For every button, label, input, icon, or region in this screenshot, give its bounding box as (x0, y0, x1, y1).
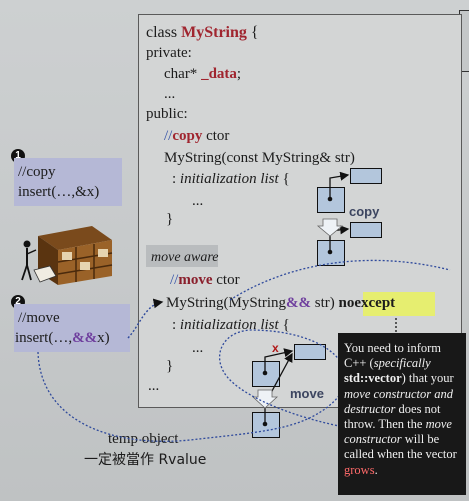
copy-ctor-close: } (166, 211, 174, 227)
move-aware-highlight (146, 245, 218, 267)
move-insert-callout (14, 304, 130, 352)
copy-insert-call: insert(…,&x) (18, 184, 100, 200)
copy-ctor-comment: //copy ctor (164, 128, 230, 144)
ellipsis-copy-body: ... (192, 193, 204, 209)
move-heap-block (294, 344, 326, 360)
private-label: private: (146, 45, 192, 61)
public-label: public: (146, 106, 188, 122)
ellipsis-private: ... (164, 86, 176, 102)
move-ctor-comment: //move ctor (170, 272, 240, 288)
move-insert-comment: //move (18, 310, 60, 326)
copy-ctor-signature: MyString(const MyString& str) (164, 150, 355, 166)
move-init-list: : initialization list { (172, 317, 290, 333)
shelf-icon (33, 226, 113, 285)
noexcept-highlight (363, 292, 435, 316)
move-diagram-label: move (290, 386, 324, 401)
move-ctor-signature: MyString(MyString&& str) noexcept (166, 295, 396, 311)
rvalue-annotation: 一定被當作 Rvalue (84, 452, 207, 468)
copy-heap-block-src (350, 222, 382, 238)
copy-insert-callout (14, 158, 122, 206)
copy-diagram-label: copy (349, 204, 380, 219)
ellipsis-end: ... (148, 378, 160, 394)
move-cut-mark: x (272, 341, 279, 355)
temp-object-label: temp object (108, 431, 179, 447)
copy-insert-comment: //copy (18, 164, 56, 180)
move-aware-label: move aware (151, 250, 219, 265)
move-target-object (252, 361, 280, 387)
move-insert-call: insert(…,&&x) (15, 330, 110, 346)
move-source-object (252, 412, 280, 438)
copy-init-list: : initialization list { (172, 171, 290, 187)
move-ctor-close: } (166, 358, 174, 374)
copy-heap-block-new (350, 168, 382, 184)
class-declaration: class MyString { (146, 24, 259, 41)
data-member-line: char* _data; (164, 66, 242, 82)
worker-icon (21, 240, 37, 281)
ellipsis-move-body: ... (192, 340, 204, 356)
noexcept-explanation-note: You need to inform C++ (specifically std… (338, 333, 466, 495)
